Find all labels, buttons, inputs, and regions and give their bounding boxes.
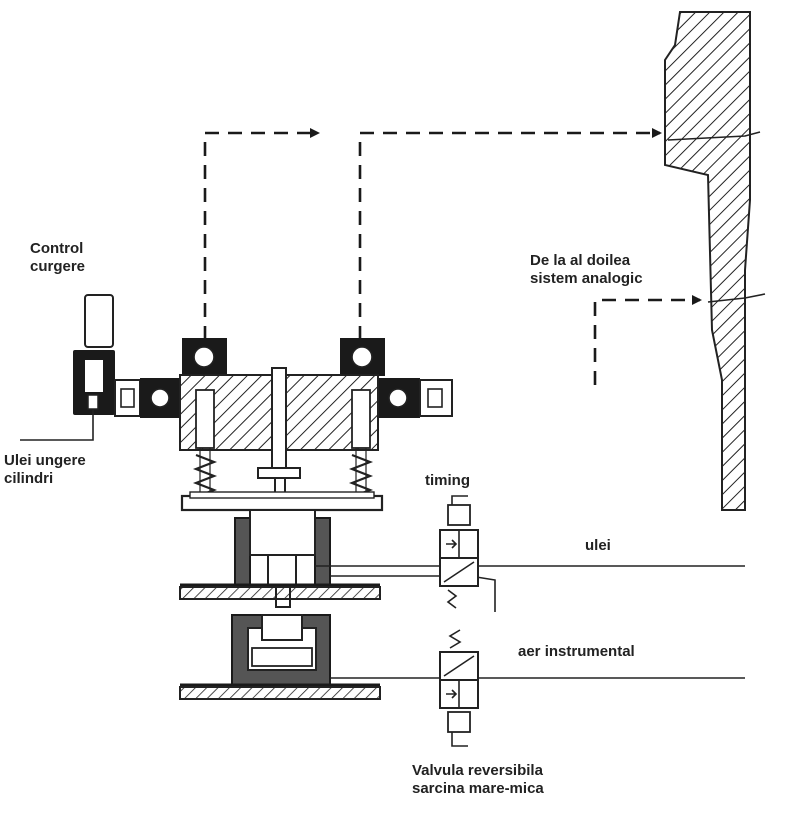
label-timing: timing [425, 472, 470, 489]
label-ulei: ulei [585, 537, 611, 554]
label-ulei-ungere-line1: Ulei ungere [4, 452, 86, 469]
label-valvula: Valvula reversibila sarcina mare-mica [412, 762, 544, 798]
reversing-valve [439, 629, 479, 747]
dashed-signal-lines [203, 128, 702, 385]
label-valvula-line1: Valvula reversibila [412, 762, 543, 779]
right-valve-chain [378, 378, 453, 418]
label-control-curgere: Control curgere [30, 240, 85, 276]
top-valve-boxes [182, 338, 385, 376]
label-ulei-ungere: Ulei ungere cilindri [4, 452, 86, 488]
label-second-system-line1: De la al doilea [530, 252, 631, 269]
left-valve-chain [114, 378, 180, 418]
flow-control-unit [20, 294, 115, 441]
label-de-la-al-doilea: De la al doilea sistem analogic [530, 252, 643, 288]
label-valvula-line2: sarcina mare-mica [412, 780, 544, 797]
label-control-line2: curgere [30, 258, 86, 275]
spindle [180, 467, 384, 512]
label-aer-instrumental: aer instrumental [518, 643, 635, 660]
lower-piston-housing [179, 614, 381, 700]
upper-piston-housing [179, 509, 381, 608]
label-ulei-ungere-line2: cilindri [4, 470, 54, 487]
label-second-system-line2: sistem analogic [530, 270, 643, 287]
cylinder-wall [664, 11, 766, 511]
label-control-line1: Control [30, 240, 84, 257]
valve-body [179, 367, 379, 469]
pipe-lines [315, 565, 745, 679]
timing-valve [439, 495, 479, 609]
